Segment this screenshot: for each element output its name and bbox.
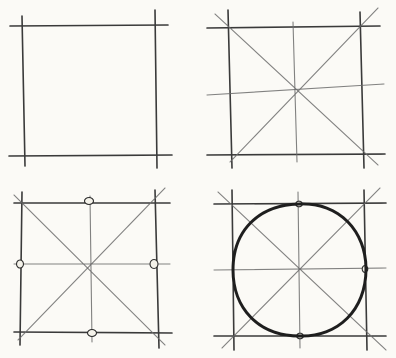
left-midpoint-mark bbox=[17, 260, 24, 268]
panel-2-guides bbox=[207, 8, 385, 168]
right-edge bbox=[155, 10, 157, 168]
bottom-edge bbox=[9, 155, 172, 156]
left-edge bbox=[228, 10, 232, 168]
right-edge bbox=[360, 12, 364, 168]
panel-4-circle bbox=[214, 188, 386, 350]
bottom-midpoint-mark bbox=[88, 330, 97, 337]
vertical-midline bbox=[293, 22, 297, 162]
vertical-midline bbox=[90, 196, 92, 342]
top-edge bbox=[10, 25, 168, 26]
panel-1-square bbox=[9, 10, 172, 168]
panel-3-midpoints bbox=[14, 188, 172, 348]
right-midpoint-mark bbox=[150, 260, 158, 269]
diagonal-a bbox=[14, 195, 165, 345]
bottom-edge bbox=[207, 154, 385, 155]
right-edge bbox=[155, 190, 159, 348]
left-edge bbox=[22, 16, 25, 166]
diagonal-b bbox=[230, 8, 378, 162]
top-midpoint-mark bbox=[85, 198, 94, 205]
